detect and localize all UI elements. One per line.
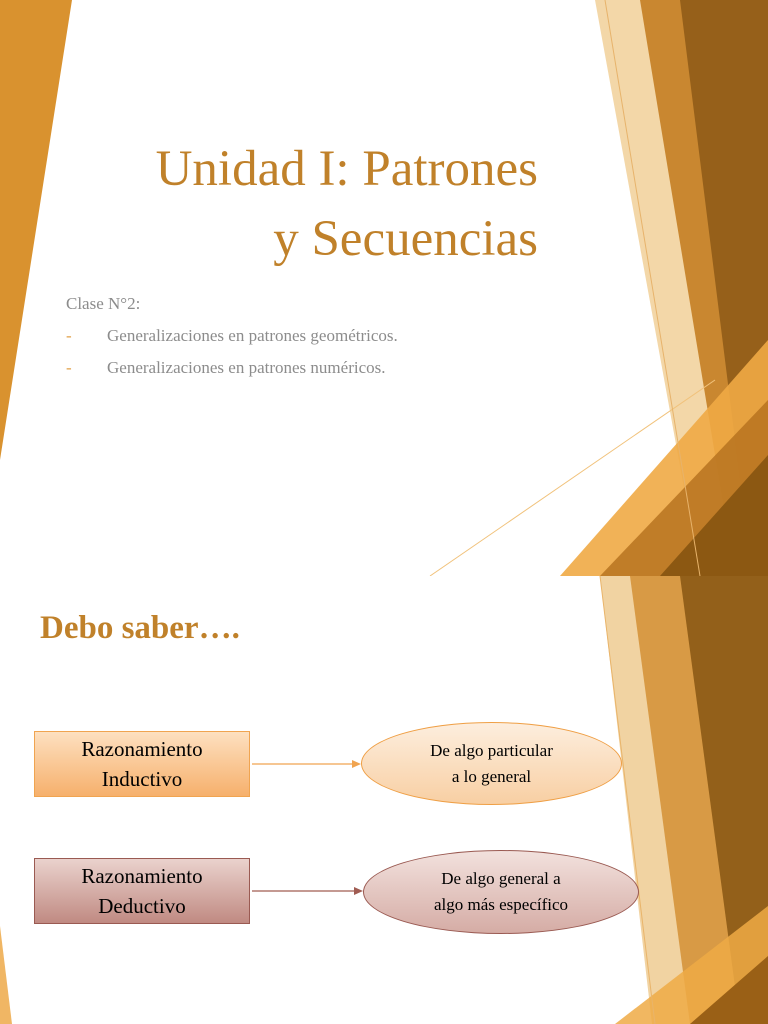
deductive-oval-line-1: De algo general a — [441, 869, 561, 888]
inductive-oval-line-2: a lo general — [451, 766, 532, 786]
slide-title: Unidad I: Patrones y Secuencias Clase N°… — [0, 0, 768, 576]
bullet-text: Generalizaciones en patrones numéricos. — [107, 358, 386, 377]
right-panel-dark — [680, 576, 768, 1024]
inductive-arrowhead — [352, 760, 361, 768]
thin-line-1 — [429, 379, 716, 576]
intro-line: Clase N°2: — [66, 288, 140, 320]
bullet-text: Generalizaciones en patrones geométricos… — [107, 326, 398, 345]
deductive-arrowhead — [354, 887, 363, 895]
bottom-triangle-darkest — [660, 455, 768, 576]
title-line-2: y Secuencias — [273, 211, 538, 267]
inductive-box-line-2: Inductivo — [101, 767, 183, 791]
left-band — [0, 0, 72, 460]
slide-title-text: Unidad I: Patrones y Secuencias — [156, 134, 538, 274]
inductive-oval: De algo particular a lo general — [361, 722, 622, 805]
bullet-item: - Generalizaciones en patrones geométric… — [66, 320, 398, 352]
intro-text: Clase N°2: — [66, 294, 141, 313]
deductive-oval: De algo general a algo más específico — [363, 850, 639, 934]
bullet-dash: - — [66, 326, 72, 345]
thin-line-2 — [604, 0, 701, 576]
bottom-triangle-dark — [690, 956, 768, 1024]
inductive-box-line-1: Razonamiento — [81, 737, 203, 761]
slide-body: Clase N°2: - Generalizaciones en patrone… — [66, 288, 398, 384]
bullet-dash: - — [66, 358, 72, 377]
deductive-oval-line-2: algo más específico — [433, 895, 569, 914]
slide2-decoration — [0, 576, 768, 1024]
bullet-item: - Generalizaciones en patrones numéricos… — [66, 352, 386, 384]
slide1-decoration — [0, 0, 768, 576]
deductive-box-line-2: Deductivo — [98, 894, 186, 918]
thin-line — [599, 576, 656, 1024]
deductive-box: Razonamiento Deductivo — [34, 858, 250, 924]
deductive-box-line-1: Razonamiento — [81, 864, 203, 888]
inductive-oval-line-1: De algo particular — [430, 740, 553, 760]
section-heading: Debo saber…. — [40, 610, 240, 646]
title-line-1: Unidad I: Patrones — [155, 141, 538, 197]
left-sliver — [0, 926, 12, 1024]
slide-debo-saber: Debo saber…. Razonamiento Inductivo De a… — [0, 576, 768, 1024]
inductive-box: Razonamiento Inductivo — [34, 731, 250, 797]
